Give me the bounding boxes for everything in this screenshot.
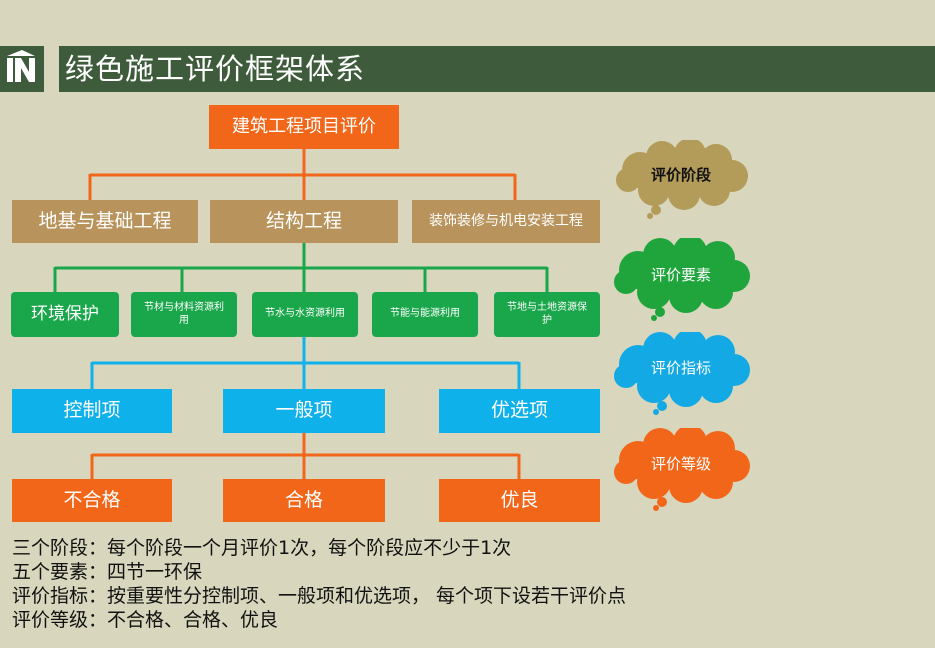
legend-grade-label: 评价等级 (650, 454, 711, 473)
legend-indicator-label: 评价指标 (650, 358, 711, 377)
legend-stage-label: 评价阶段 (650, 165, 711, 184)
logo-icon (7, 50, 35, 82)
stage-element-connectors (53, 243, 549, 292)
indicator-grade-connectors (90, 433, 521, 479)
grade-pass: 合格 (223, 479, 385, 522)
element-material: 节材与材料资源利用 (131, 292, 237, 337)
element-land: 节地与土地资源保护 (494, 292, 600, 337)
stage-decoration: 装饰装修与机电安装工程 (412, 200, 600, 243)
page-title: 绿色施工评价框架体系 (59, 46, 935, 92)
root-stage-connectors (88, 149, 517, 200)
cloud-icon (614, 425, 750, 511)
description-line-grades: 评价等级：不合格、合格、优良 (12, 609, 279, 631)
legend-element: 评价要素 (610, 235, 752, 322)
element-environment: 环境保护 (11, 292, 119, 337)
stage-structure: 结构工程 (210, 200, 398, 243)
cloud-icon (616, 138, 748, 219)
root-node: 建筑工程项目评价 (209, 105, 399, 149)
logo (0, 46, 44, 92)
stage-foundation: 地基与基础工程 (12, 200, 198, 243)
legend-indicator: 评价指标 (610, 329, 752, 416)
indicator-preferred: 优选项 (439, 389, 600, 433)
legend-stage: 评价阶段 (610, 138, 752, 220)
indicator-general: 一般项 (223, 389, 385, 433)
cloud-icon (614, 329, 750, 415)
grade-fail: 不合格 (12, 479, 172, 522)
description-line-indicators: 评价指标：按重要性分控制项、一般项和优选项， 每个项下设若干评价点 (12, 585, 627, 607)
element-water: 节水与水资源利用 (252, 292, 358, 337)
description-block: 三个阶段：每个阶段一个月评价1次，每个阶段应不少于1次 五个要素：四节一环保 评… (12, 536, 626, 632)
grade-excellent: 优良 (439, 479, 600, 522)
cloud-icon (614, 235, 750, 321)
element-energy: 节能与能源利用 (372, 292, 478, 337)
element-indicator-connectors (90, 337, 521, 389)
description-line-elements: 五个要素：四节一环保 (12, 561, 203, 583)
legend-grade: 评价等级 (610, 425, 752, 512)
legend-element-label: 评价要素 (650, 265, 711, 284)
description-line-stages: 三个阶段：每个阶段一个月评价1次，每个阶段应不少于1次 (12, 537, 512, 559)
indicator-control: 控制项 (12, 389, 172, 433)
